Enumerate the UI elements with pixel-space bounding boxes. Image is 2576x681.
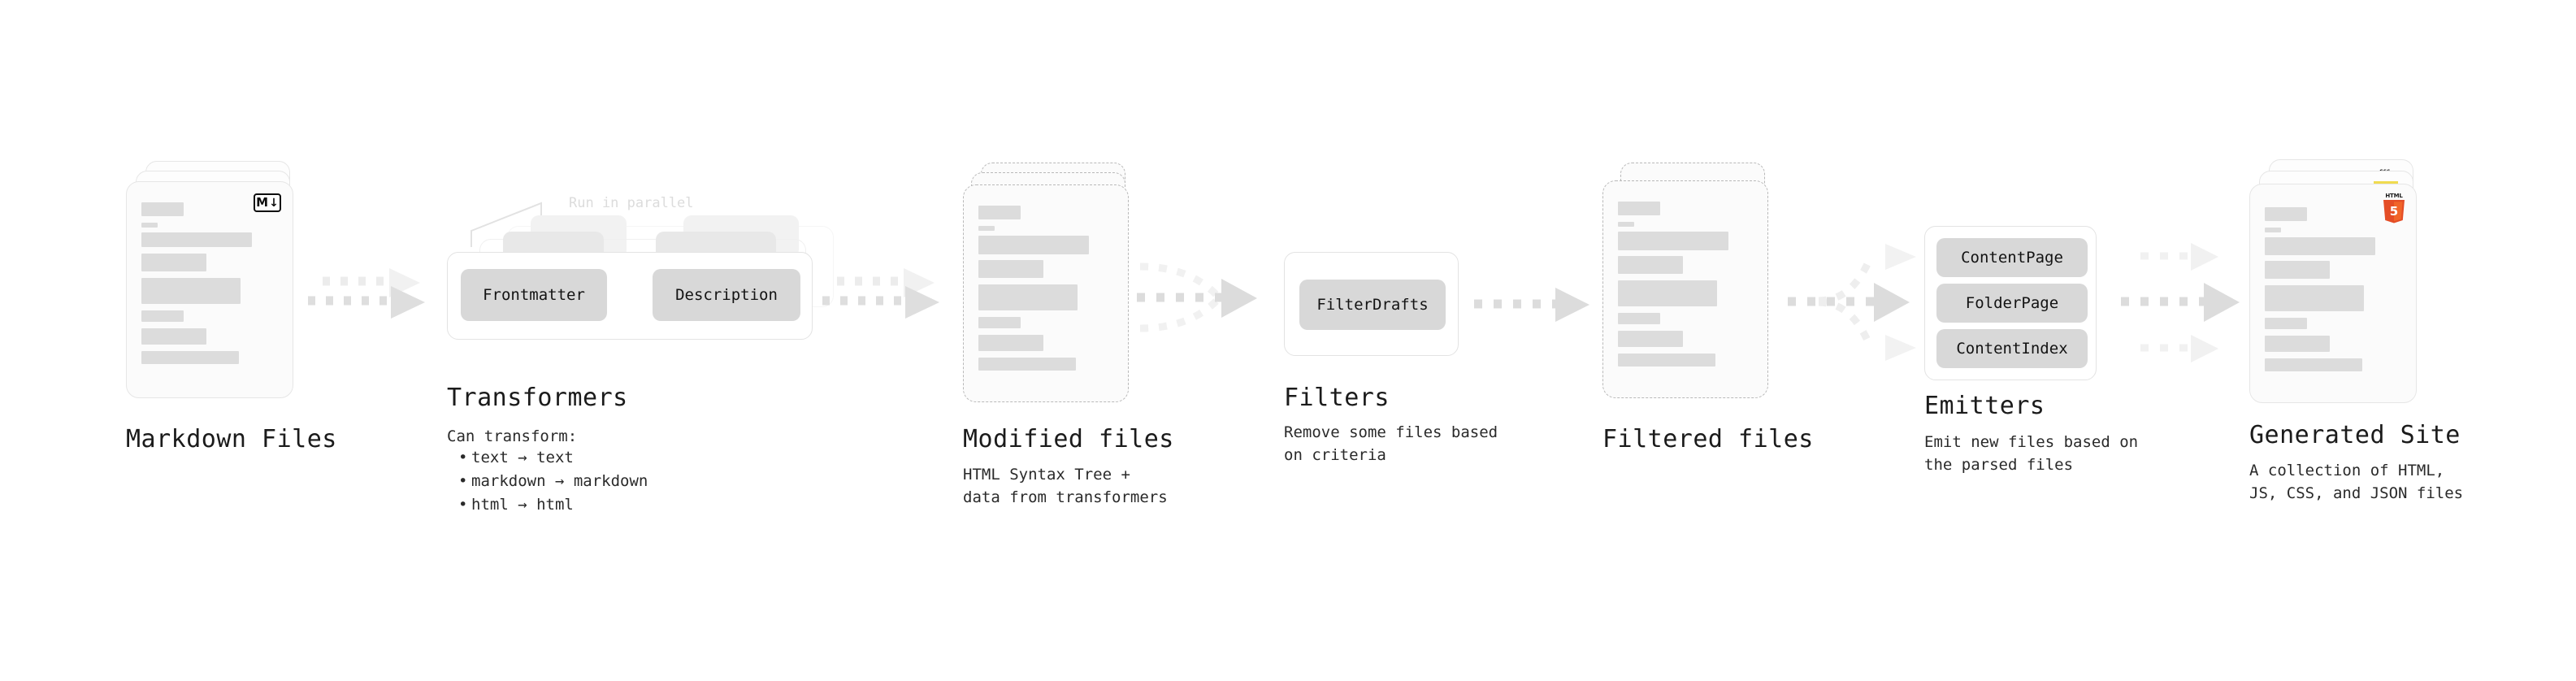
skeleton-line	[1618, 313, 1660, 324]
emitter-pill-contentpage[interactable]: ContentPage	[1936, 238, 2088, 277]
list-item: html → html	[458, 493, 648, 517]
skeleton-line	[141, 310, 184, 322]
connector-markdown-to-transformers	[305, 268, 435, 341]
stage-title-filtered-files: Filtered files	[1602, 425, 1814, 453]
skeleton-line	[2265, 261, 2330, 279]
skeleton-line	[141, 202, 184, 216]
skeleton-line	[1618, 331, 1683, 347]
skeleton-line	[2265, 285, 2364, 311]
skeleton-line	[978, 206, 1021, 219]
site-file-card-front: HTML 5	[2249, 184, 2417, 403]
stage-title-transformers: Transformers	[447, 384, 628, 412]
skeleton-line	[141, 254, 206, 271]
stage-title-emitters: Emitters	[1924, 392, 2045, 420]
markdown-badge-arrow-front: ↓	[269, 196, 279, 210]
skeleton-line	[2265, 228, 2281, 232]
modified-file-card-front	[963, 184, 1129, 402]
emitter-pill-folderpage[interactable]: FolderPage	[1936, 284, 2088, 323]
connector-filtered-to-emitters	[1772, 234, 1934, 388]
skeleton-line	[141, 328, 206, 345]
skeleton-line	[1618, 354, 1715, 367]
stage-title-filters: Filters	[1284, 384, 1390, 412]
transformer-capability-list: text → text markdown → markdown html → h…	[447, 446, 648, 517]
skeleton-line	[978, 317, 1021, 328]
stage-desc-modified-files: HTML Syntax Tree + data from transformer…	[963, 466, 1168, 507]
skeleton-line	[978, 358, 1076, 371]
emitter-box: ContentPage FolderPage ContentIndex	[1924, 226, 2097, 380]
skeleton-line	[2265, 318, 2307, 329]
stage-title-modified-files: Modified files	[963, 425, 1174, 453]
html5-icon-label: HTML	[2385, 193, 2403, 199]
skeleton-line	[141, 278, 241, 304]
list-item: markdown → markdown	[458, 470, 648, 493]
stage-desc-emitters: Emit new files based on the parsed files	[1924, 433, 2139, 475]
skeleton-line	[141, 223, 158, 228]
skeleton-line	[1618, 280, 1717, 306]
html5-icon: HTML 5	[2382, 193, 2406, 223]
list-item: text → text	[458, 446, 648, 470]
markdown-file-card-front: M ↓	[126, 181, 293, 398]
connector-filters-to-filtered	[1471, 286, 1609, 335]
filtered-file-card-front	[1602, 180, 1768, 398]
filter-pill-filterdrafts[interactable]: FilterDrafts	[1299, 280, 1446, 330]
svg-text:5: 5	[2390, 204, 2398, 219]
transformer-pill-frontmatter[interactable]: Frontmatter	[461, 269, 607, 321]
skeleton-line	[978, 226, 995, 231]
skeleton-line	[141, 232, 252, 247]
filter-box: FilterDrafts	[1284, 252, 1459, 356]
skeleton-line	[1618, 256, 1683, 274]
skeleton-line	[1618, 232, 1728, 250]
stage-title-markdown-files: Markdown Files	[126, 425, 337, 453]
markdown-badge-front: M ↓	[254, 193, 281, 212]
stage-desc-filters: Remove some files based on criteria	[1284, 423, 1498, 465]
run-in-parallel-leader	[470, 197, 559, 254]
run-in-parallel-label: Run in parallel	[569, 195, 694, 211]
stage-desc-transformers: Can transform:	[447, 427, 578, 445]
skeleton-line	[1618, 222, 1634, 227]
connector-transformers-to-modified	[819, 268, 957, 341]
connector-emitters-to-site	[2106, 234, 2261, 388]
skeleton-line	[2265, 207, 2307, 221]
stage-title-generated-site: Generated Site	[2249, 421, 2461, 449]
skeleton-line	[978, 284, 1078, 310]
skeleton-line	[2265, 358, 2362, 371]
transformer-box-front: Frontmatter Description	[447, 252, 813, 340]
connector-modified-to-filters	[1134, 252, 1288, 358]
emitter-pill-contentindex[interactable]: ContentIndex	[1936, 329, 2088, 368]
markdown-badge-letter-front: M	[256, 195, 269, 210]
skeleton-line	[978, 236, 1089, 254]
skeleton-line	[1618, 202, 1660, 215]
skeleton-line	[978, 335, 1043, 351]
skeleton-line	[141, 351, 239, 364]
skeleton-line	[2265, 237, 2375, 255]
skeleton-line	[2265, 336, 2330, 352]
stage-desc-generated-site: A collection of HTML, JS, CSS, and JSON …	[2249, 462, 2464, 503]
skeleton-line	[978, 260, 1043, 278]
transformer-pill-description[interactable]: Description	[653, 269, 800, 321]
